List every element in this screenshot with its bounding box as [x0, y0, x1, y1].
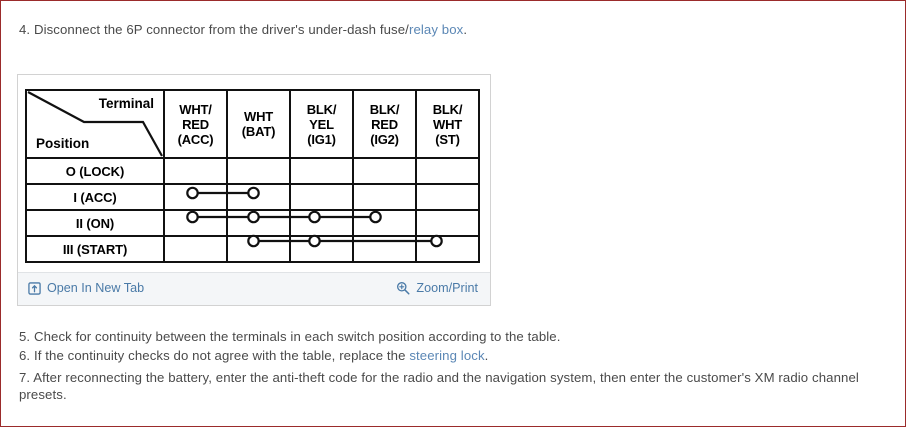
cell-acc-acc — [163, 183, 228, 211]
column-header-ig1-wire1: BLK/ — [306, 101, 337, 117]
column-header-ig2-wire1: BLK/ — [369, 101, 400, 117]
cell-lock-bat — [226, 157, 291, 185]
open-in-new-tab-icon — [28, 281, 41, 295]
row-label-lock: O (LOCK) — [25, 157, 165, 185]
column-header-bat: WHT (BAT) — [226, 89, 291, 159]
step-4-text-after: . — [463, 22, 468, 37]
cell-on-acc — [163, 209, 228, 237]
row-label-acc: I (ACC) — [25, 183, 165, 211]
cell-lock-ig2 — [352, 157, 417, 185]
cell-acc-st — [415, 183, 480, 211]
cell-acc-ig1 — [289, 183, 354, 211]
column-header-ig1-circuit: (IG1) — [307, 131, 336, 147]
corner-header-terminal: Terminal — [98, 96, 154, 111]
column-header-acc: WHT/ RED (ACC) — [163, 89, 228, 159]
column-header-ig2-circuit: (IG2) — [370, 131, 399, 147]
step-7-text: 7. After reconnecting the battery, enter… — [19, 370, 859, 402]
column-header-ig2-wire2: RED — [371, 116, 398, 132]
step-4-text: 4. Disconnect the 6P connector from the … — [19, 21, 467, 38]
row-label-on: II (ON) — [25, 209, 165, 237]
column-header-bat-wire1: WHT — [244, 109, 273, 124]
cell-acc-bat — [226, 183, 291, 211]
cell-start-acc — [163, 235, 228, 263]
table-row: I (ACC) — [25, 183, 480, 211]
diagonal-divider-icon — [27, 91, 163, 157]
column-header-ig1-wire2: YEL — [309, 116, 334, 132]
cell-lock-ig1 — [289, 157, 354, 185]
open-in-new-tab-label: Open In New Tab — [47, 281, 145, 295]
continuity-table: Terminal Position WHT/ RED (ACC) WHT (BA… — [25, 89, 480, 263]
column-header-ig2: BLK/ RED (IG2) — [352, 89, 417, 159]
step-4-text-before: 4. Disconnect the 6P connector from the … — [19, 22, 409, 37]
column-header-st: BLK/ WHT (ST) — [415, 89, 480, 159]
table-row: O (LOCK) — [25, 157, 480, 185]
step-6-text: 6. If the continuity checks do not agree… — [19, 347, 488, 364]
cell-lock-acc — [163, 157, 228, 185]
column-header-st-circuit: (ST) — [435, 131, 460, 147]
column-header-bat-circuit: (BAT) — [241, 124, 276, 139]
column-header-st-wire2: WHT — [433, 116, 462, 132]
step-6-text-after: . — [484, 348, 489, 363]
table-header-row: Terminal Position WHT/ RED (ACC) WHT (BA… — [25, 89, 480, 159]
row-label-start: III (START) — [25, 235, 165, 263]
cell-on-st — [415, 209, 480, 237]
column-header-acc-wire2: RED — [182, 116, 209, 132]
magnifier-plus-icon — [396, 281, 410, 295]
cell-start-st — [415, 235, 480, 263]
table-row: III (START) — [25, 235, 480, 263]
column-header-acc-circuit: (ACC) — [177, 131, 214, 147]
step-6-text-before: 6. If the continuity checks do not agree… — [19, 348, 410, 363]
step-5-text: 5. Check for continuity between the term… — [19, 329, 561, 344]
cell-on-ig2 — [352, 209, 417, 237]
open-in-new-tab-button[interactable]: Open In New Tab — [28, 281, 144, 295]
cell-lock-st — [415, 157, 480, 185]
diagram-image[interactable]: Terminal Position WHT/ RED (ACC) WHT (BA… — [18, 75, 490, 272]
corner-header-position: Position — [36, 136, 90, 151]
cell-start-bat — [226, 235, 291, 263]
column-header-acc-wire1: WHT/ — [179, 101, 212, 117]
zoom-print-label: Zoom/Print — [416, 281, 478, 295]
continuity-table-grid: Terminal Position WHT/ RED (ACC) WHT (BA… — [25, 89, 480, 263]
zoom-print-button[interactable]: Zoom/Print — [396, 281, 478, 295]
corner-header-cell: Terminal Position — [25, 89, 165, 159]
relay-box-link[interactable]: relay box — [408, 22, 464, 37]
cell-on-ig1 — [289, 209, 354, 237]
column-header-ig1: BLK/ YEL (IG1) — [289, 89, 354, 159]
cell-acc-ig2 — [352, 183, 417, 211]
cell-start-ig2 — [352, 235, 417, 263]
image-viewer-panel: Terminal Position WHT/ RED (ACC) WHT (BA… — [17, 74, 491, 306]
steering-lock-link[interactable]: steering lock — [409, 348, 485, 363]
column-header-st-wire1: BLK/ — [432, 101, 463, 117]
cell-start-ig1 — [289, 235, 354, 263]
table-row: II (ON) — [25, 209, 480, 237]
cell-on-bat — [226, 209, 291, 237]
viewer-footer: Open In New Tab Zoom/Print — [18, 272, 490, 305]
